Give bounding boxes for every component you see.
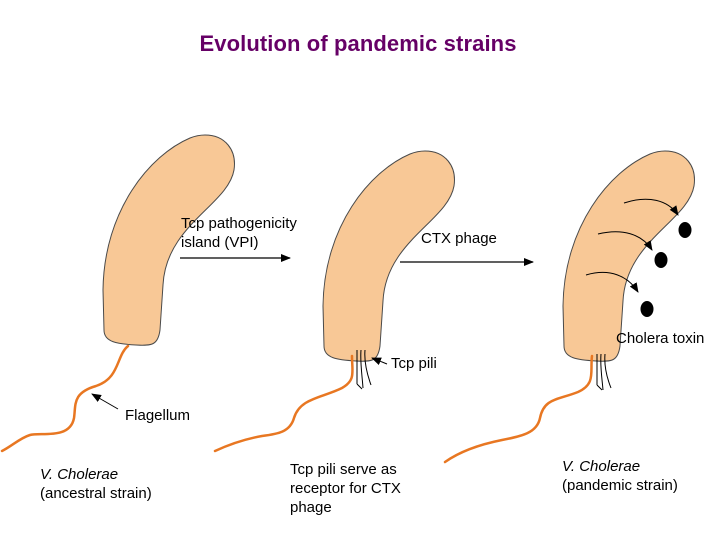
label-step-vpi-line1: Tcp pathogenicity [181, 215, 297, 232]
toxin-dot-2 [654, 252, 668, 268]
tcp-pili-with-tcp [356, 349, 372, 390]
toxin-arrow-3 [585, 271, 639, 293]
cell-body-with-tcp [322, 150, 455, 362]
tcp-pili-pandemic [596, 353, 612, 391]
toxin-dot-3 [640, 301, 654, 317]
label-pandemic-name: V. Cholerae [562, 458, 641, 475]
label-ancestral-name: V. Cholerae [40, 466, 119, 483]
bacterium-with-tcp [213, 150, 455, 453]
flagellum-ancestral [0, 344, 130, 453]
label-ancestral-note: (ancestral strain) [40, 485, 152, 502]
label-pandemic-strain: V. Cholerae (pandemic strain) [562, 457, 678, 495]
label-tcp-receptor-note: Tcp pili serve as receptor for CTX phage [290, 460, 401, 517]
flagellum-with-tcp [213, 354, 354, 453]
label-tcp-receptor-line1: Tcp pili serve as [290, 461, 397, 478]
label-tcp-receptor-line3: phage [290, 499, 332, 516]
slide-title: Evolution of pandemic strains [199, 31, 517, 56]
toxin-arrow-2 [597, 231, 653, 251]
label-flagellum: Flagellum [125, 407, 191, 424]
label-step-vpi-line2: island (VPI) [181, 234, 259, 251]
flagellum-pandemic [443, 354, 594, 464]
label-pandemic-note: (pandemic strain) [562, 477, 678, 494]
toxin-arrow-1 [623, 198, 679, 216]
label-cholera-toxin: Cholera toxin [616, 330, 705, 347]
label-tcp-receptor-line2: receptor for CTX [290, 480, 401, 497]
toxin-secretion-arrows [585, 198, 679, 293]
toxin-dot-1 [678, 222, 692, 238]
label-step-vpi: Tcp pathogenicity island (VPI) [181, 214, 297, 252]
bacterium-ancestral [0, 134, 235, 453]
bacterium-pandemic [443, 150, 695, 464]
arrow-flagellum [91, 393, 119, 410]
arrow-tcp-pili [371, 357, 388, 366]
label-tcp-pili: Tcp pili [391, 355, 437, 372]
label-step-ctx: CTX phage [421, 230, 497, 247]
label-ancestral-strain: V. Cholerae (ancestral strain) [40, 465, 152, 503]
